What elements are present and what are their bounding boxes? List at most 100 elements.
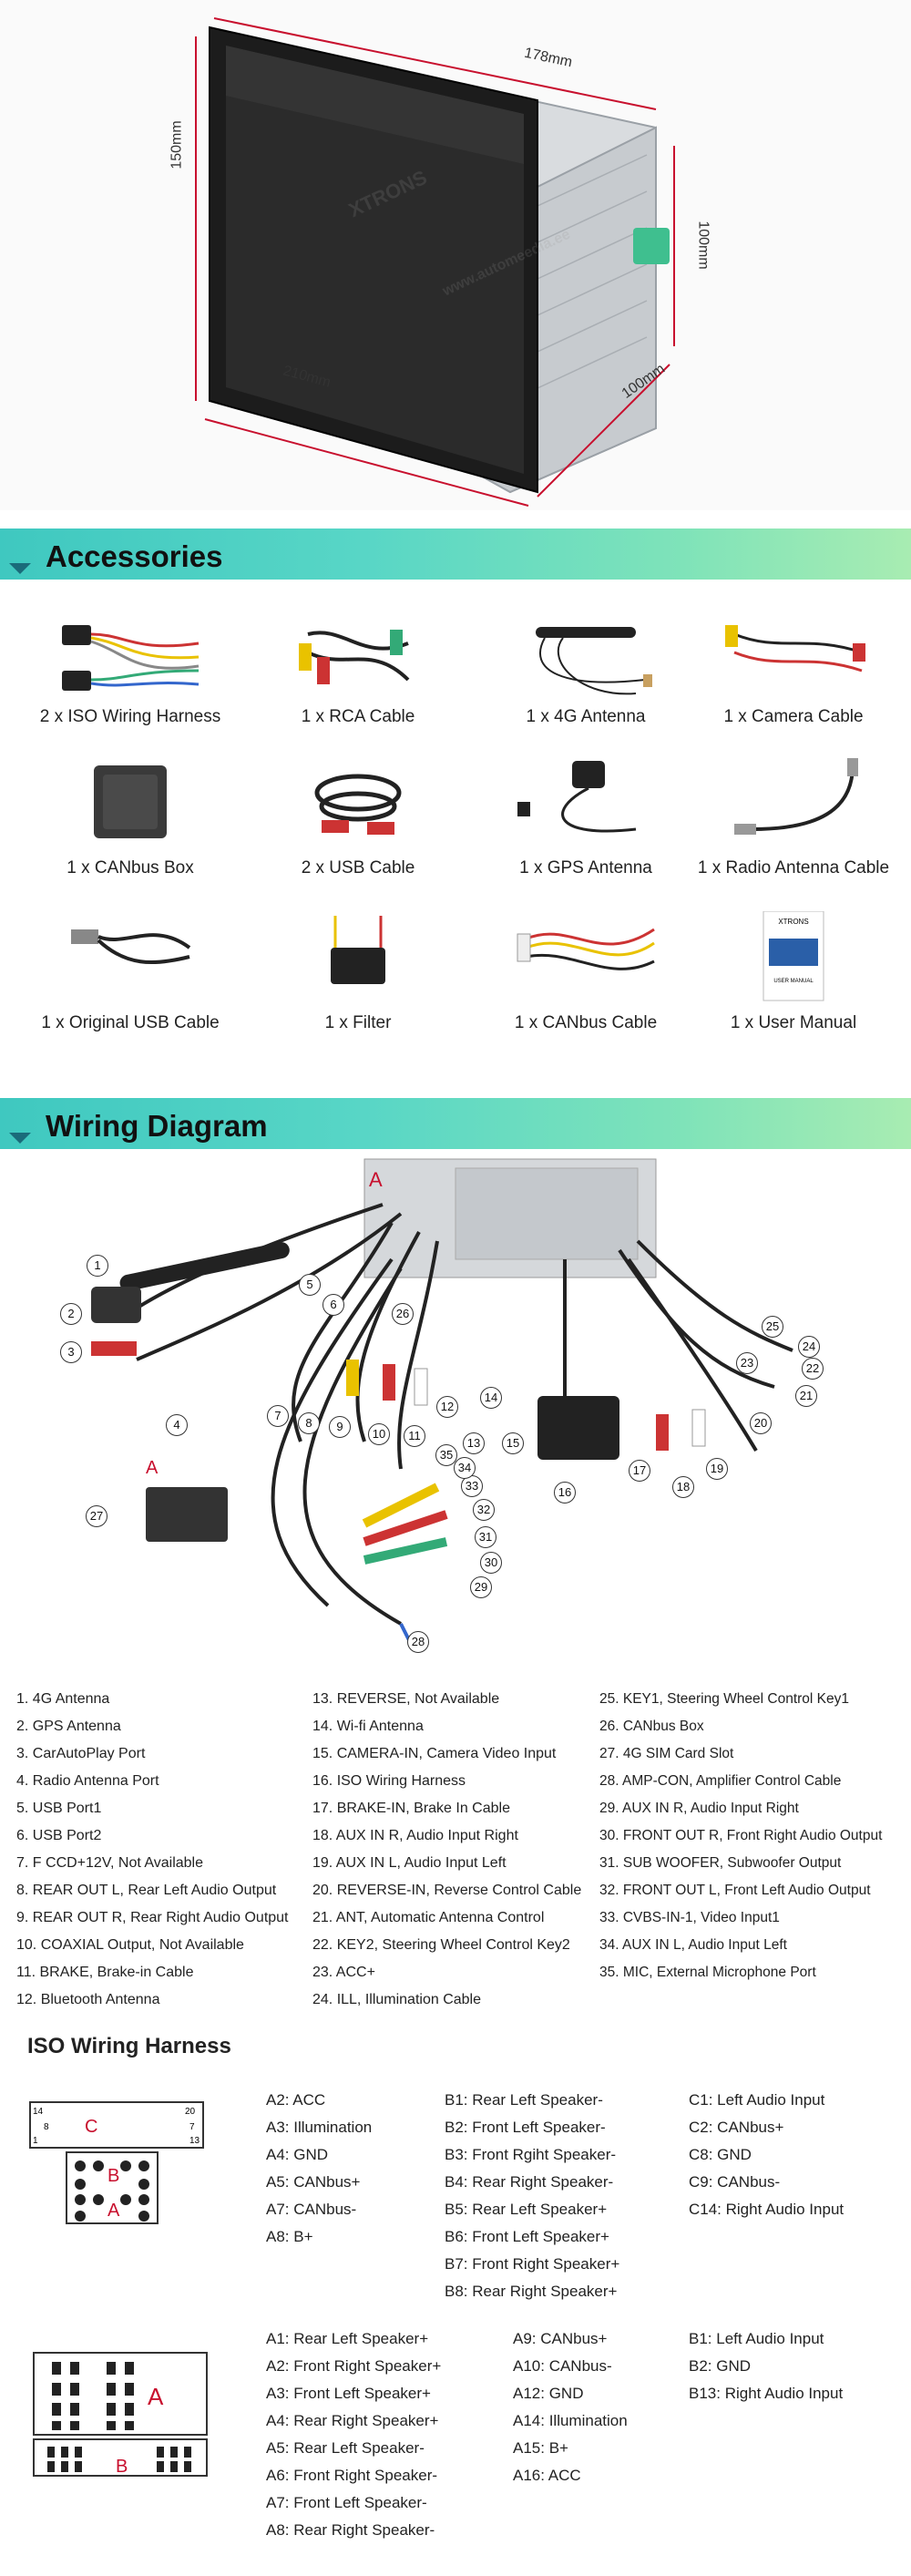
legend-item: 27. 4G SIM Card Slot — [599, 1746, 734, 1761]
conn2-col-1: A1: Rear Left Speaker+ A2: Front Right S… — [266, 2325, 441, 2544]
conn1-col-2: B1: Rear Left Speaker- B2: Front Left Sp… — [445, 2087, 619, 2305]
conn1-col-1: A2: ACC A3: Illumination A4: GND A5: CAN… — [266, 2087, 372, 2251]
acc-4g-antenna: 1 x 4G Antenna — [472, 616, 700, 762]
callout-3: 3 — [60, 1341, 82, 1363]
legend-col-3: 25. KEY1, Steering Wheel Control Key1 26… — [599, 1686, 882, 1986]
legend-item: 1. 4G Antenna — [16, 1691, 110, 1707]
pin-item: A15: B+ — [513, 2439, 568, 2457]
legend-item: 17. BRAKE-IN, Brake In Cable — [312, 1801, 510, 1816]
acc-label: 1 x GPS Antenna — [519, 858, 652, 877]
pin-item: A10: CANbus- — [513, 2357, 612, 2375]
callout-25: 25 — [762, 1316, 783, 1338]
iso-connector-2: A B — [33, 2352, 208, 2477]
pin-item: A4: GND — [266, 2146, 329, 2163]
legend-item: 21. ANT, Automatic Antenna Control — [312, 1910, 545, 1925]
iso-harness-icon — [62, 625, 200, 691]
pin-item: A5: Rear Left Speaker- — [266, 2439, 425, 2457]
legend-item: 30. FRONT OUT R, Front Right Audio Outpu… — [599, 1828, 883, 1843]
acc-label: 1 x CANbus Box — [67, 858, 194, 877]
conn2-b-label: B — [116, 2457, 128, 2477]
callout-29: 29 — [470, 1576, 492, 1598]
callout-35: 35 — [435, 1444, 457, 1466]
acc-filter: 1 x Filter — [244, 911, 472, 1057]
acc-radio-antenna: 1 x Radio Antenna Cable — [680, 756, 907, 902]
callout-17: 17 — [629, 1460, 650, 1482]
connector-label-a: A — [369, 1168, 383, 1191]
svg-text:20: 20 — [185, 2107, 196, 2117]
legend-item: 35. MIC, External Microphone Port — [599, 1965, 816, 1980]
callout-12: 12 — [436, 1396, 458, 1418]
callout-2: 2 — [60, 1303, 82, 1325]
legend-item: 33. CVBS-IN-1, Video Input1 — [599, 1910, 780, 1925]
acc-usb-cable: 2 x USB Cable — [244, 756, 472, 902]
callout-10: 10 — [368, 1423, 390, 1445]
legend-item: 13. REVERSE, Not Available — [312, 1691, 500, 1707]
original-usb-icon — [71, 929, 191, 965]
pin-item: A12: GND — [513, 2385, 584, 2402]
wiring-title: Wiring Diagram — [46, 1109, 268, 1143]
acc-label: 2 x ISO Wiring Harness — [39, 707, 221, 726]
acc-gps-antenna: 1 x GPS Antenna — [472, 756, 700, 902]
pin-item: C8: GND — [689, 2146, 752, 2163]
head-unit-illustration — [195, 17, 675, 507]
pin-item: C14: Right Audio Input — [689, 2201, 844, 2218]
pin-item: A5: CANbus+ — [266, 2173, 361, 2191]
legend-item: 28. AMP-CON, Amplifier Control Cable — [599, 1773, 842, 1789]
pin-item: B3: Front Rgiht Speaker- — [445, 2146, 617, 2163]
acc-user-manual: XTRONS USER MANUAL 1 x User Manual — [680, 911, 907, 1057]
callout-8: 8 — [298, 1412, 320, 1434]
legend-item: 12. Bluetooth Antenna — [16, 1992, 160, 2007]
legend-item: 15. CAMERA-IN, Camera Video Input — [312, 1746, 557, 1761]
canbus-cable-icon — [517, 928, 655, 970]
acc-label: 1 x 4G Antenna — [526, 707, 646, 726]
legend-item: 25. KEY1, Steering Wheel Control Key1 — [599, 1691, 849, 1707]
rca-cable-icon — [299, 630, 410, 684]
svg-text:1: 1 — [33, 2136, 38, 2146]
callout-21: 21 — [795, 1385, 817, 1407]
pin-item: B13: Right Audio Input — [689, 2385, 844, 2402]
callout-11: 11 — [404, 1425, 425, 1447]
pin-item: A9: CANbus+ — [513, 2330, 608, 2347]
callout-14: 14 — [480, 1387, 502, 1409]
usb-cable-icon — [314, 774, 402, 835]
filter-icon — [331, 916, 385, 984]
callout-16: 16 — [554, 1482, 576, 1504]
legend-item: 34. AUX IN L, Audio Input Left — [599, 1937, 787, 1953]
legend-item: 5. USB Port1 — [16, 1801, 102, 1816]
pin-item: A14: Illumination — [513, 2412, 628, 2429]
legend-item: 31. SUB WOOFER, Subwoofer Output — [599, 1855, 842, 1871]
pin-item: A2: ACC — [266, 2091, 326, 2109]
legend-col-2: 13. REVERSE, Not Available 14. Wi-fi Ant… — [312, 1686, 581, 2014]
callout-19: 19 — [706, 1458, 728, 1480]
conn2-col-3: B1: Left Audio Input B2: GND B13: Right … — [689, 2325, 843, 2407]
acc-label: 1 x User Manual — [730, 1013, 857, 1032]
pin-item: A4: Rear Right Speaker+ — [266, 2412, 439, 2429]
acc-label: 1 x Camera Cable — [723, 707, 864, 726]
pin-item: B7: Front Right Speaker+ — [445, 2255, 620, 2273]
svg-text:14: 14 — [33, 2107, 44, 2117]
pin-item: A6: Front Right Speaker- — [266, 2467, 438, 2484]
callout-5: 5 — [299, 1274, 321, 1296]
iso-connector-1: 14 20 8 7 1 13 C B A — [29, 2101, 204, 2224]
legend-item: 2. GPS Antenna — [16, 1719, 121, 1734]
legend-item: 11. BRAKE, Brake-in Cable — [16, 1965, 194, 1980]
pin-item: B2: Front Left Speaker- — [445, 2119, 606, 2136]
gps-antenna-icon — [517, 761, 637, 833]
legend-item: 29. AUX IN R, Audio Input Right — [599, 1801, 799, 1816]
manual-title: USER MANUAL — [773, 979, 814, 984]
svg-text:8: 8 — [44, 2122, 49, 2132]
accessories-banner: Accessories — [0, 529, 911, 580]
connector-label-a2: A — [146, 1458, 159, 1478]
callout-23: 23 — [736, 1352, 758, 1374]
wiring-diagram: A A 1 2 3 4 5 6 7 8 9 10 11 12 13 14 15 … — [0, 1150, 911, 1665]
acc-original-usb: 1 x Original USB Cable — [16, 911, 244, 1057]
legend-item: 32. FRONT OUT L, Front Left Audio Output — [599, 1883, 871, 1898]
callout-18: 18 — [672, 1476, 694, 1498]
pin-item: A16: ACC — [513, 2467, 581, 2484]
pin-item: B1: Left Audio Input — [689, 2330, 824, 2347]
callout-7: 7 — [267, 1405, 289, 1427]
callout-27: 27 — [86, 1505, 107, 1527]
acc-label: 1 x Original USB Cable — [41, 1013, 220, 1032]
acc-label: 1 x Filter — [324, 1013, 392, 1032]
accessories-title: Accessories — [46, 539, 223, 573]
